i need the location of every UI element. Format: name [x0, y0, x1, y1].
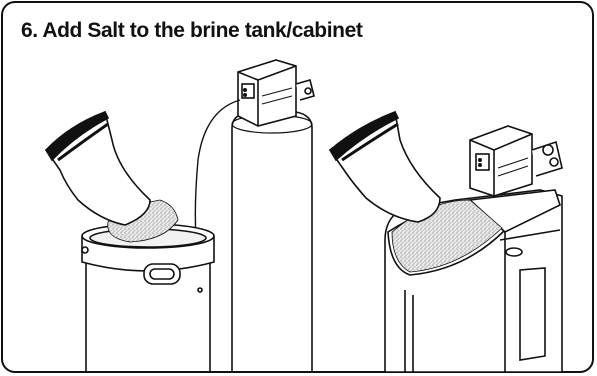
- brine-tank-icon: [82, 224, 214, 372]
- cabinet-control-valve-icon: [470, 126, 562, 196]
- control-valve-icon: [238, 60, 314, 126]
- salt-bag-icon: [330, 112, 440, 222]
- salt-bag-icon: [46, 112, 150, 225]
- resin-tank: [232, 112, 312, 372]
